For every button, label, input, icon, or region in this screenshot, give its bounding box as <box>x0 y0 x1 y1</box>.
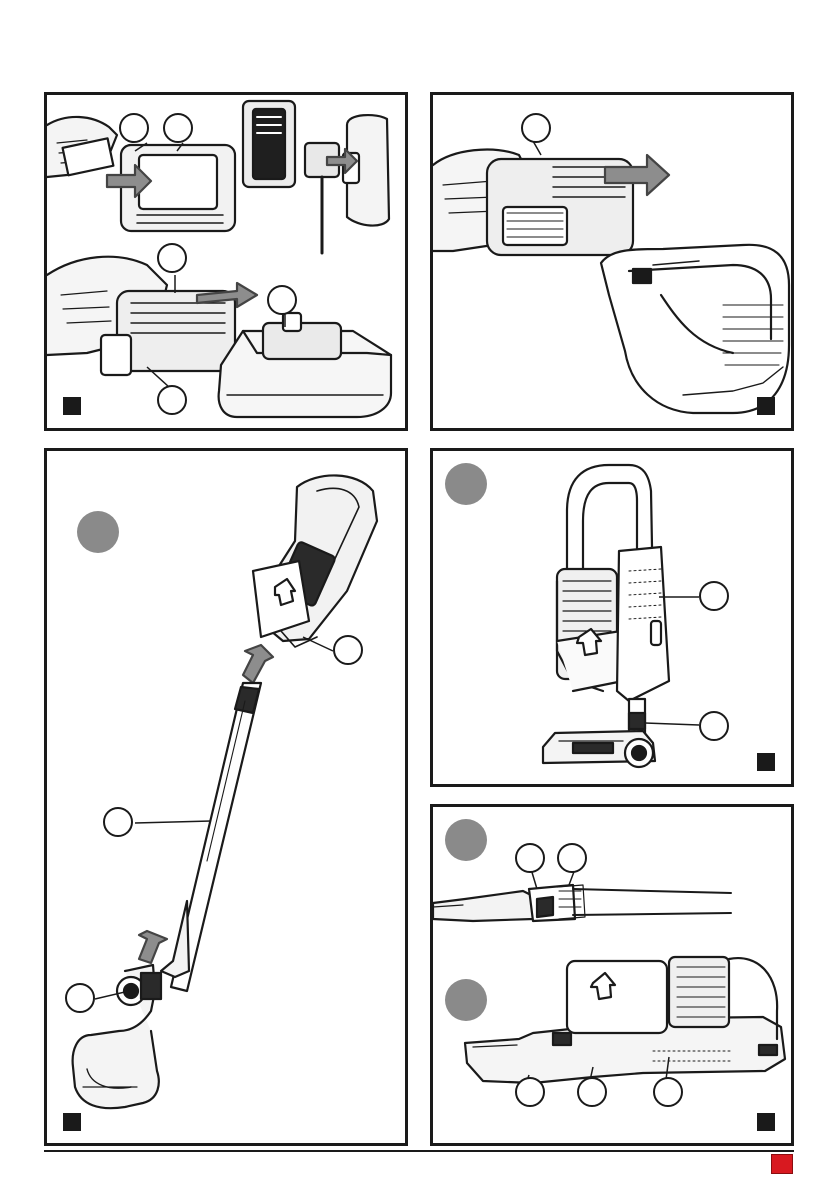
step-number-badge <box>445 463 487 505</box>
panel-battery-charger <box>44 92 408 431</box>
callout-marker <box>163 113 193 143</box>
battery-insertion-illustration <box>433 95 791 428</box>
callout-marker <box>557 843 587 873</box>
footer-rule <box>44 1150 794 1152</box>
step-number-badge <box>77 511 119 553</box>
callout-marker <box>267 285 297 315</box>
step-number-badge <box>445 819 487 861</box>
panel-upright-stand <box>430 448 794 787</box>
callout-marker <box>333 635 363 665</box>
panel-handheld-accessory <box>430 804 794 1146</box>
figure-tag <box>757 753 775 771</box>
figure-tag <box>63 1113 81 1131</box>
step-number-badge <box>445 979 487 1021</box>
battery-charger-illustration <box>47 95 405 428</box>
upright-stand-illustration <box>433 451 791 784</box>
callout-marker <box>119 113 149 143</box>
figure-tag <box>757 397 775 415</box>
callout-marker <box>699 711 729 741</box>
page-marker <box>771 1154 793 1174</box>
callout-marker <box>521 113 551 143</box>
callout-marker <box>515 843 545 873</box>
panel-stick-assembly <box>44 448 408 1146</box>
callout-marker <box>65 983 95 1013</box>
callout-marker <box>103 807 133 837</box>
callout-marker <box>699 581 729 611</box>
handheld-accessory-illustration <box>433 807 791 1143</box>
stick-assembly-illustration <box>47 451 405 1143</box>
callout-marker <box>577 1077 607 1107</box>
callout-marker <box>653 1077 683 1107</box>
panel-battery-insertion <box>430 92 794 431</box>
figure-tag <box>63 397 81 415</box>
figure-tag <box>757 1113 775 1131</box>
callout-marker <box>157 385 187 415</box>
callout-marker <box>157 243 187 273</box>
callout-marker <box>515 1077 545 1107</box>
